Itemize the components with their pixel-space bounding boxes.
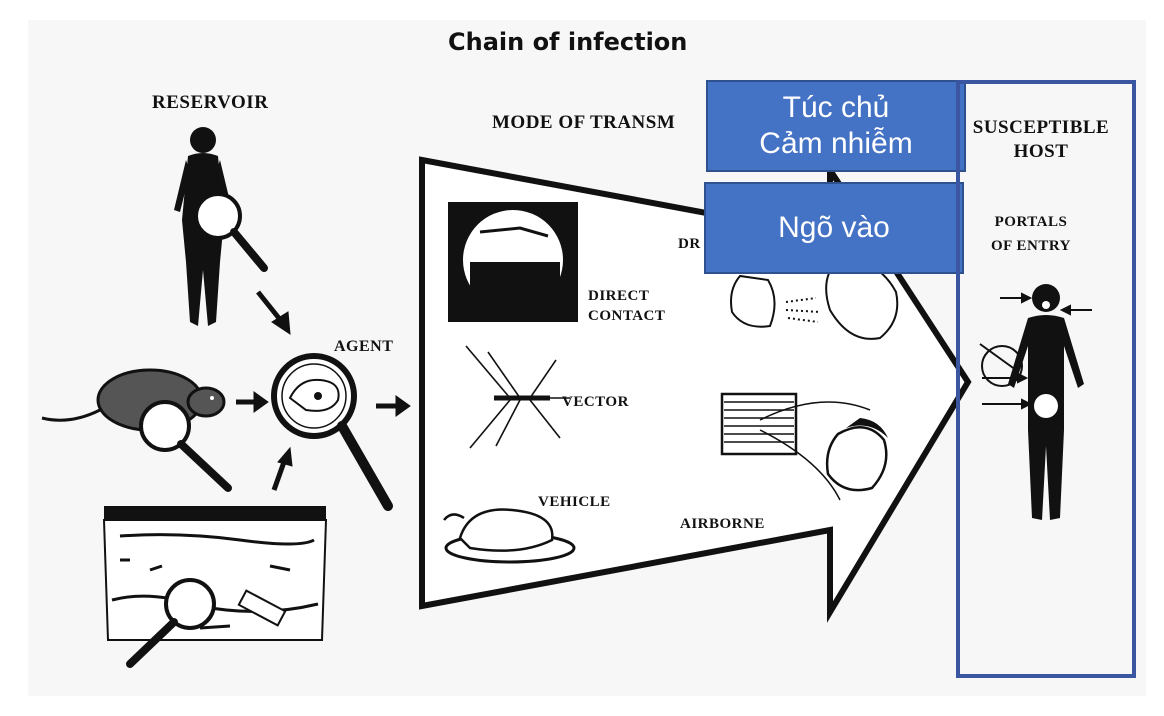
arrow-rat-to-agent xyxy=(236,391,269,413)
magnifier-icon xyxy=(139,400,232,492)
agent-magnifier-icon xyxy=(271,353,393,511)
susceptible-line-1: SUSCEPTIBLE xyxy=(972,117,1110,138)
direct-contact-label: DIRECT CONTACT xyxy=(588,286,665,326)
portals-line-1: PORTALS xyxy=(994,214,1068,230)
susceptible-line-2: HOST xyxy=(1013,141,1069,162)
portal-arrows xyxy=(982,292,1092,410)
mode-of-transmission-label: MODE OF TRANSM xyxy=(492,112,676,133)
syringe-icon xyxy=(979,343,1023,387)
arrow-reservoir-to-agent xyxy=(256,290,291,335)
vehicle-label: VEHICLE xyxy=(538,494,611,510)
arrow-swamp-to-agent xyxy=(271,446,293,491)
host-box-line-1: Túc chủ xyxy=(782,91,890,124)
portal-of-entry-overlay-box: Ngõ vào xyxy=(704,182,964,274)
roast-chicken-icon xyxy=(443,508,576,564)
susceptible-host-frame xyxy=(956,80,1136,678)
magnifier-icon xyxy=(194,192,268,272)
direct-contact-line-1: DIRECT xyxy=(588,288,650,304)
air-vent-icon xyxy=(720,392,871,501)
rat-icon xyxy=(41,368,226,432)
vector-label: VECTOR xyxy=(562,394,629,410)
droplet-label-partial: DR xyxy=(678,236,701,252)
susceptible-host-human-icon xyxy=(1008,284,1084,520)
magnifier-icon xyxy=(126,578,216,668)
agent-label: AGENT xyxy=(334,338,394,355)
direct-contact-line-2: CONTACT xyxy=(588,308,666,324)
face-icon xyxy=(825,418,888,492)
diagram-title: Chain of infection xyxy=(448,28,688,56)
airborne-label: AIRBORNE xyxy=(680,516,765,532)
swamp-icon xyxy=(102,506,328,641)
susceptible-host-label: SUSCEPTIBLE HOST xyxy=(966,116,1116,164)
susceptible-host-overlay-box: Túc chủ Cảm nhiễm xyxy=(706,80,966,172)
kissing-couple-icon xyxy=(448,202,578,322)
reservoir-label: RESERVOIR xyxy=(152,92,269,113)
portals-line-2: OF ENTRY xyxy=(990,238,1071,254)
mosquito-icon xyxy=(465,345,570,449)
host-box-line-2: Cảm nhiễm xyxy=(759,127,913,160)
arrow-agent-to-transmission xyxy=(376,395,411,417)
portals-of-entry-label: PORTALS OF ENTRY xyxy=(976,210,1086,258)
